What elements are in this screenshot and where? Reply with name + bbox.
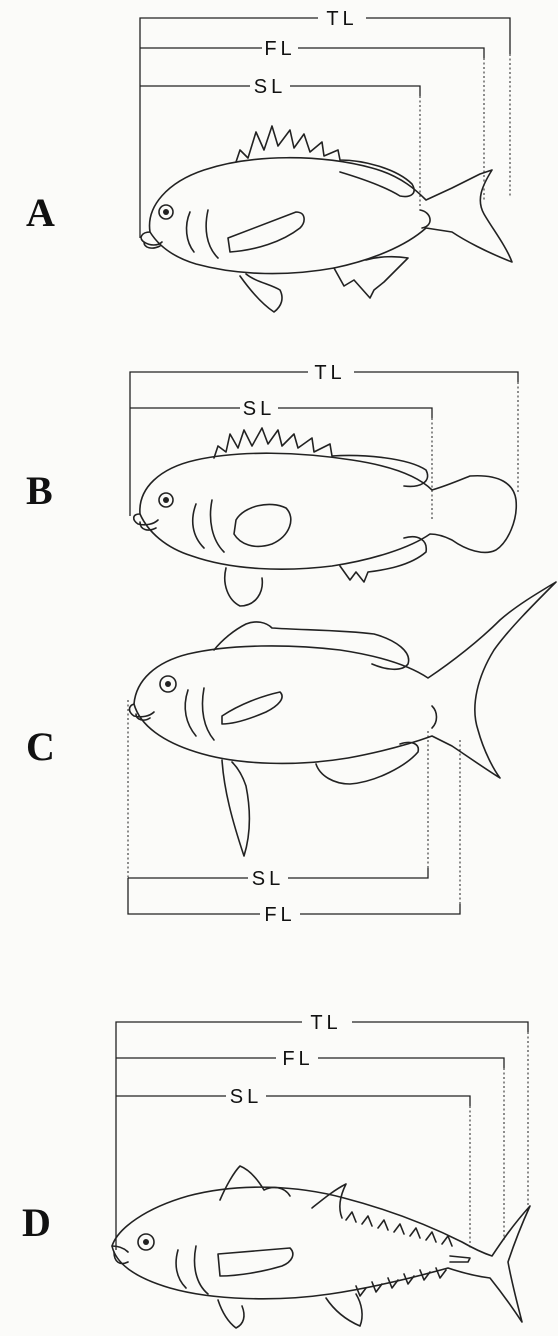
panel-b-tl-label: TL bbox=[314, 362, 345, 384]
panel-d-sl-bracket: SL bbox=[116, 1086, 470, 1248]
panel-d-letter: D bbox=[22, 1200, 51, 1245]
panel-d-tl-bracket: TL bbox=[116, 1012, 528, 1250]
panel-b-sl-bracket: SL bbox=[130, 398, 432, 520]
panel-a-sl-label: SL bbox=[254, 76, 286, 98]
panel-c-letter: C bbox=[26, 724, 55, 769]
panel-a-fl-label: FL bbox=[264, 38, 295, 60]
panel-b: B TL SL bbox=[26, 362, 518, 606]
panel-d-fl-bracket: FL bbox=[116, 1048, 504, 1240]
panel-b-letter: B bbox=[26, 468, 53, 513]
panel-b-fish-drawing bbox=[134, 428, 517, 606]
panel-a-letter: A bbox=[26, 190, 55, 235]
panel-c-sl-bracket: SL bbox=[128, 700, 428, 890]
panel-c-fl-bracket: FL bbox=[128, 740, 460, 926]
panel-a-tl-bracket: TL bbox=[140, 8, 510, 238]
panel-d-fish-drawing bbox=[112, 1166, 530, 1328]
panel-c: C SL FL bbox=[26, 582, 556, 926]
panel-b-sl-label: SL bbox=[243, 398, 275, 420]
panel-d-tl-label: TL bbox=[310, 1012, 341, 1034]
panel-c-fl-label: FL bbox=[264, 904, 295, 926]
panel-d: D TL FL SL bbox=[22, 1012, 530, 1328]
panel-a: A TL FL SL bbox=[26, 8, 512, 312]
panel-a-tl-label: TL bbox=[326, 8, 357, 30]
panel-d-fl-label: FL bbox=[282, 1048, 313, 1070]
panel-c-sl-label: SL bbox=[252, 868, 284, 890]
panel-d-sl-label: SL bbox=[230, 1086, 262, 1108]
panel-a-fl-bracket: FL bbox=[140, 38, 484, 200]
panel-a-fish-drawing bbox=[141, 126, 512, 312]
panel-c-fish-drawing bbox=[130, 582, 557, 856]
panel-b-tl-bracket: TL bbox=[130, 362, 518, 516]
